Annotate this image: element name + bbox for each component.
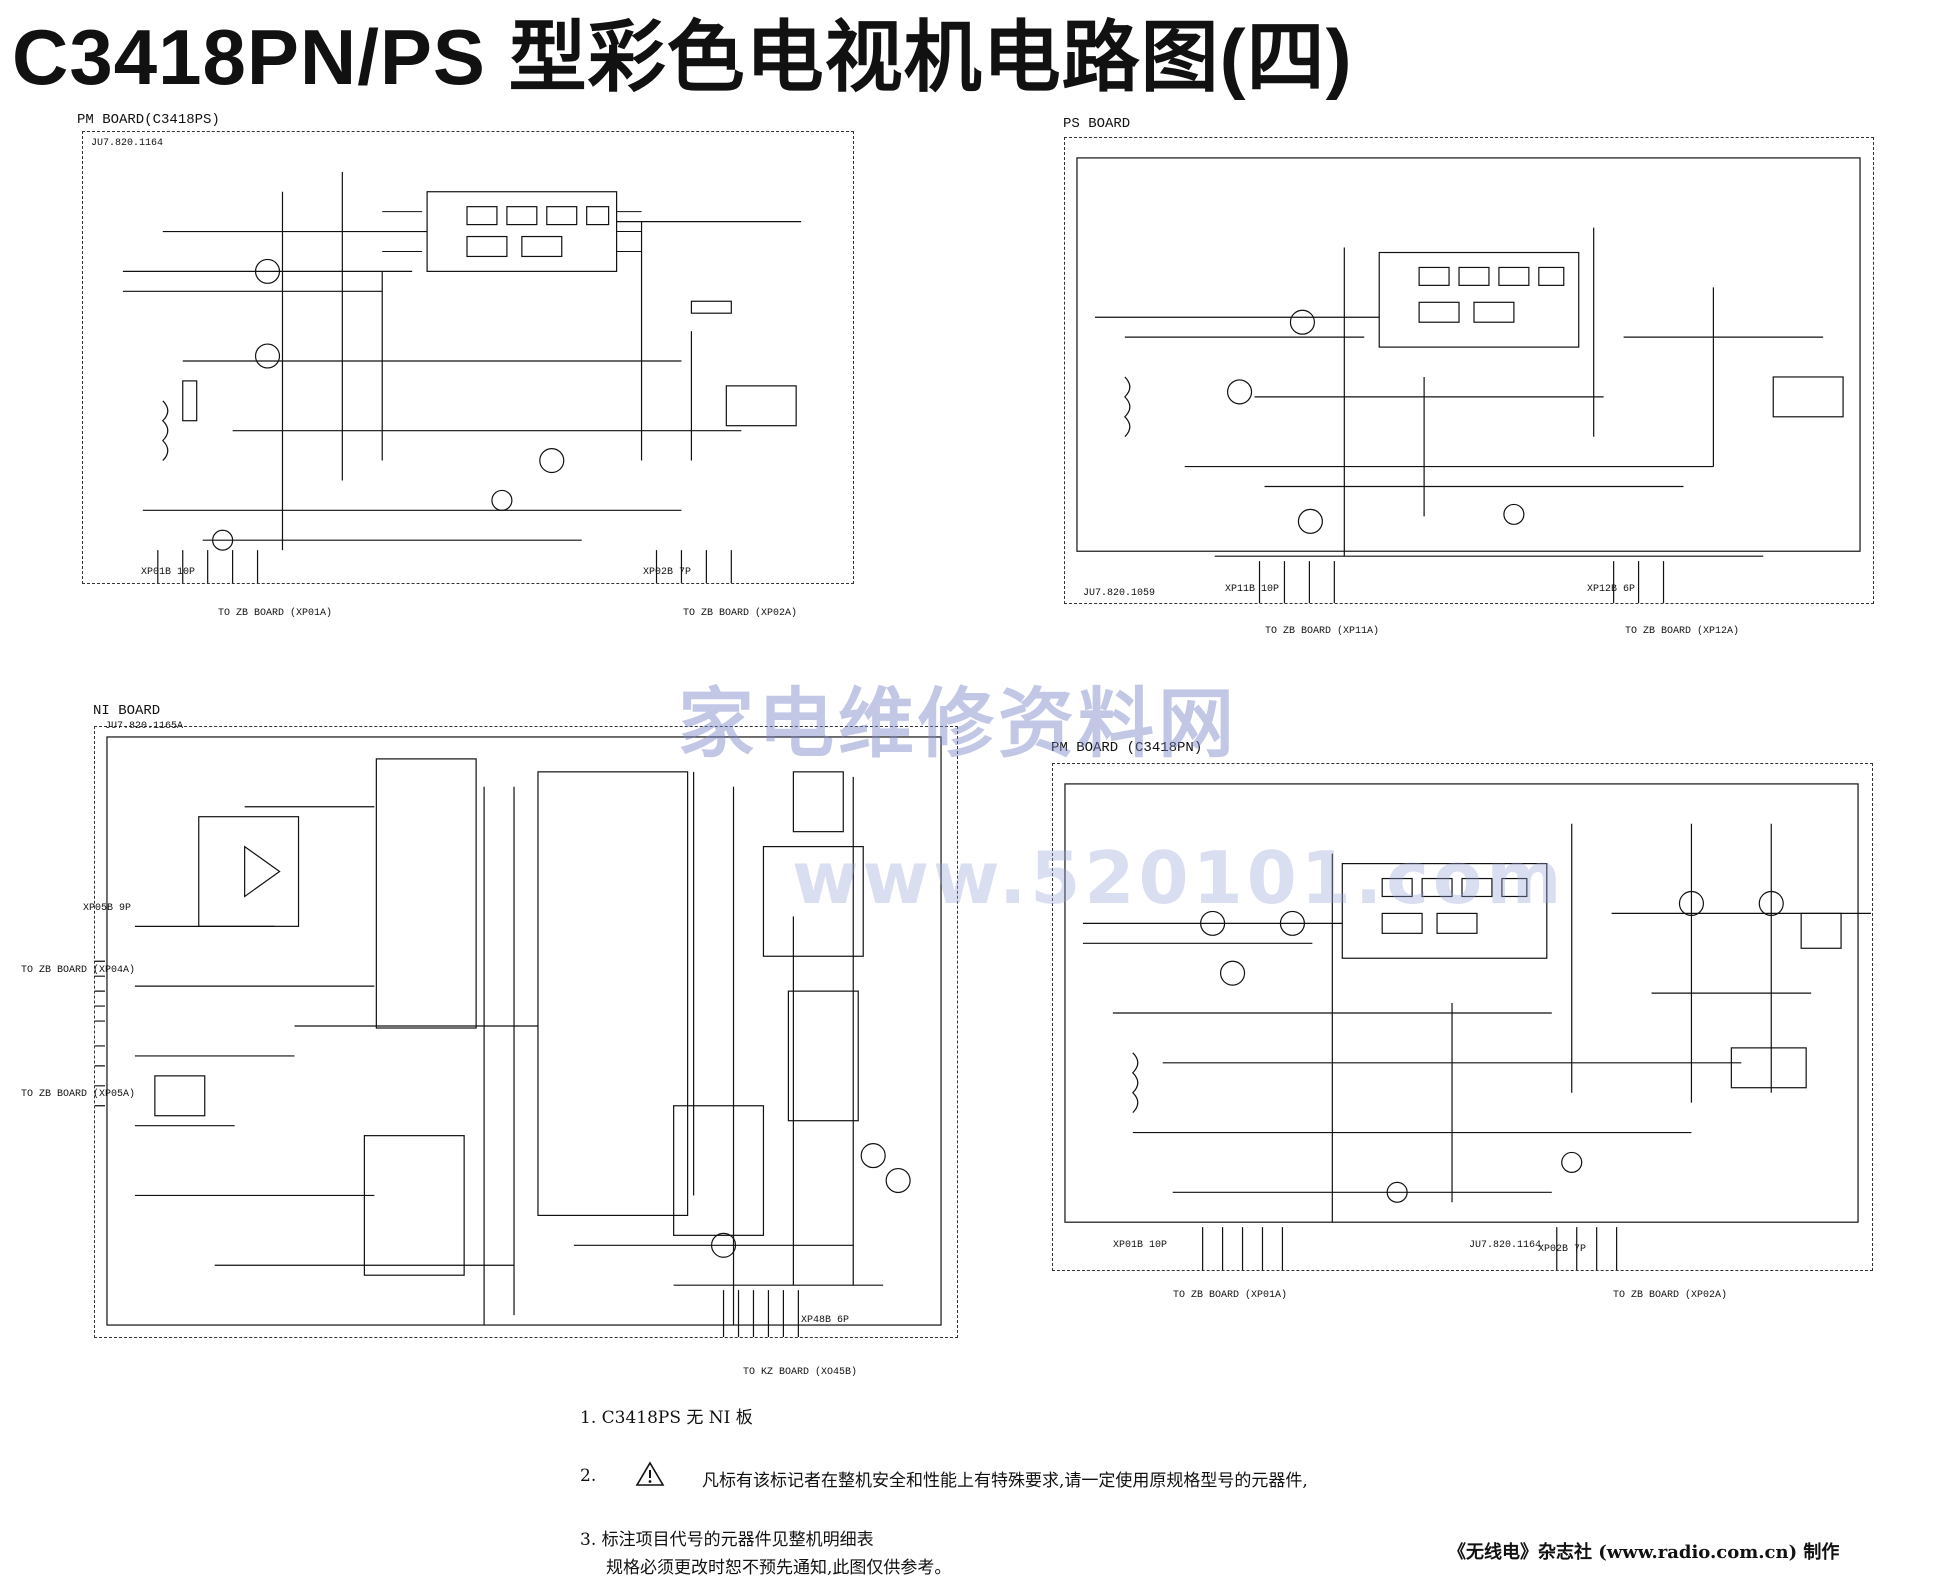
pm-board-c3418ps-target-xp01a: TO ZB BOARD (XP01A)	[218, 608, 333, 619]
note-3: 3. 标注项目代号的元器件见整机明细表	[580, 1530, 874, 1550]
pm-board-c3418pn-connector-xp01b: XP01B 10P	[1113, 1240, 1168, 1251]
ni-board-label: NI BOARD	[93, 703, 161, 719]
ni-board-connector-xp05b: XP05B 9P	[83, 903, 132, 914]
note-2-text: 凡标有该标记者在整机安全和性能上有特殊要求,请一定使用原规格型号的元器件,	[702, 1471, 1308, 1491]
pm-board-c3418ps-drawing-number: JU7.820.1164	[91, 138, 164, 149]
ni-board: NI BOARD JU7.820.1165A XP05B 9P XP48B 6P…	[21, 703, 958, 1378]
watermark-site-name: 家电维修资料网	[678, 679, 1238, 768]
ps-board-label: PS BOARD	[1063, 116, 1131, 132]
ni-board-target-zb-xp05a: TO ZB BOARD (XP05A)	[21, 1089, 136, 1100]
ps-board-target-xp12a: TO ZB BOARD (XP12A)	[1625, 626, 1740, 637]
ps-board: PS BOARD JU7.820.1059 XP11B 10P XP12B 6P…	[1063, 116, 1874, 637]
ni-board-connector-xp48b: XP48B 6P	[801, 1315, 850, 1326]
ps-board-connector-xp11b: XP11B 10P	[1225, 584, 1280, 595]
ni-board-schematic	[95, 736, 942, 1337]
pm-board-c3418ps-connector-xp01b: XP01B 10P	[141, 567, 196, 578]
pm-board-c3418pn-schematic	[1064, 783, 1872, 1270]
pm-board-c3418pn-drawing-number: JU7.820.1164	[1469, 1240, 1542, 1251]
ps-board-connector-xp12b: XP12B 6P	[1587, 584, 1636, 595]
ps-board-drawing-number: JU7.820.1059	[1083, 588, 1156, 599]
pm-board-c3418ps-schematic	[122, 171, 802, 583]
ps-board-target-xp11a: TO ZB BOARD (XP11A)	[1265, 626, 1380, 637]
note-2-number: 2.	[580, 1466, 597, 1486]
pm-board-c3418pn-target-xp02a: TO ZB BOARD (XP02A)	[1613, 1290, 1728, 1301]
watermark-url: www.520101.com	[792, 836, 1566, 920]
pm-board-c3418ps: PM BOARD(C3418PS) JU7.820.1164 XP01B 10P…	[77, 112, 854, 619]
pm-board-c3418ps-connector-xp02b: XP02B 7P	[643, 567, 692, 578]
pm-board-c3418pn-connector-xp02b: XP02B 7P	[1538, 1244, 1587, 1255]
pm-board-c3418pn-label: PM BOARD (C3418PN)	[1051, 740, 1203, 756]
pm-board-c3418pn: PM BOARD (C3418PN) JU7.820.1164 XP01B 10…	[1051, 740, 1873, 1301]
ni-board-target-zb-xp04a: TO ZB BOARD (XP04A)	[21, 965, 136, 976]
pm-board-c3418ps-label: PM BOARD(C3418PS)	[77, 112, 220, 128]
pm-board-c3418ps-target-xp02a: TO ZB BOARD (XP02A)	[683, 608, 798, 619]
ni-board-drawing-number: JU7.820.1165A	[105, 721, 184, 732]
warning-triangle-icon	[635, 1461, 665, 1487]
note-1: 1. C3418PS 无 NI 板	[580, 1408, 753, 1428]
publisher-credit: 《无线电》杂志社 (www.radio.com.cn) 制作	[1448, 1542, 1840, 1563]
page-title: C3418PN/PS 型彩色电视机电路图(四)	[12, 13, 1353, 101]
note-3-continued: 规格必须更改时恕不预先通知,此图仅供参考。	[606, 1558, 952, 1578]
ni-board-target-kz-xo45b: TO KZ BOARD (XO45B)	[743, 1367, 858, 1378]
ps-board-schematic	[1076, 157, 1861, 603]
pm-board-c3418pn-target-xp01a: TO ZB BOARD (XP01A)	[1173, 1290, 1288, 1301]
